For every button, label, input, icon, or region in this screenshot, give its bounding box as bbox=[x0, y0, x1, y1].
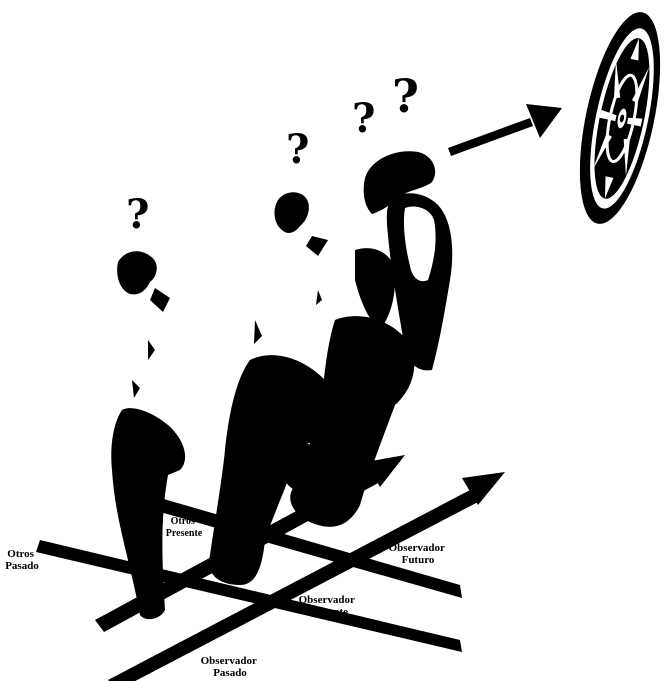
label-observador-pasado-line1: Observador bbox=[201, 655, 257, 667]
label-otros-pasado-line1: Otros bbox=[7, 548, 34, 560]
label-observador-presente-line1: Observador bbox=[299, 594, 355, 606]
label-otros-pasado-line2: Pasado bbox=[5, 560, 39, 572]
arrow-to-target-head bbox=[526, 104, 562, 138]
label-observador-futuro-line2: Futuro bbox=[402, 554, 435, 566]
question-mark: ? bbox=[392, 69, 419, 123]
label-otros-presente-line2: Presente bbox=[166, 528, 203, 539]
arrow-to-target-shaft bbox=[448, 118, 533, 156]
dartboard-icon bbox=[564, 5, 665, 230]
grid-arrows bbox=[366, 455, 505, 505]
label-observador-pasado-line2: Pasado bbox=[213, 667, 247, 679]
label-otros-presente: Otros Presente bbox=[166, 516, 203, 539]
label-observador-futuro: Observador Futuro bbox=[389, 542, 448, 566]
question-mark: ? bbox=[352, 95, 375, 142]
label-observador-presente-line2: Presente bbox=[308, 606, 348, 618]
question-mark: ? bbox=[286, 126, 309, 173]
label-otros-pasado: Otros Pasado bbox=[5, 548, 39, 572]
label-observador-futuro-line1: Observador bbox=[389, 542, 445, 554]
label-otros-presente-line1: Otros bbox=[171, 516, 195, 527]
arrow-to-target bbox=[448, 104, 562, 156]
question-mark: ? bbox=[126, 191, 149, 238]
label-observador-pasado: Observador Pasado bbox=[201, 655, 260, 679]
